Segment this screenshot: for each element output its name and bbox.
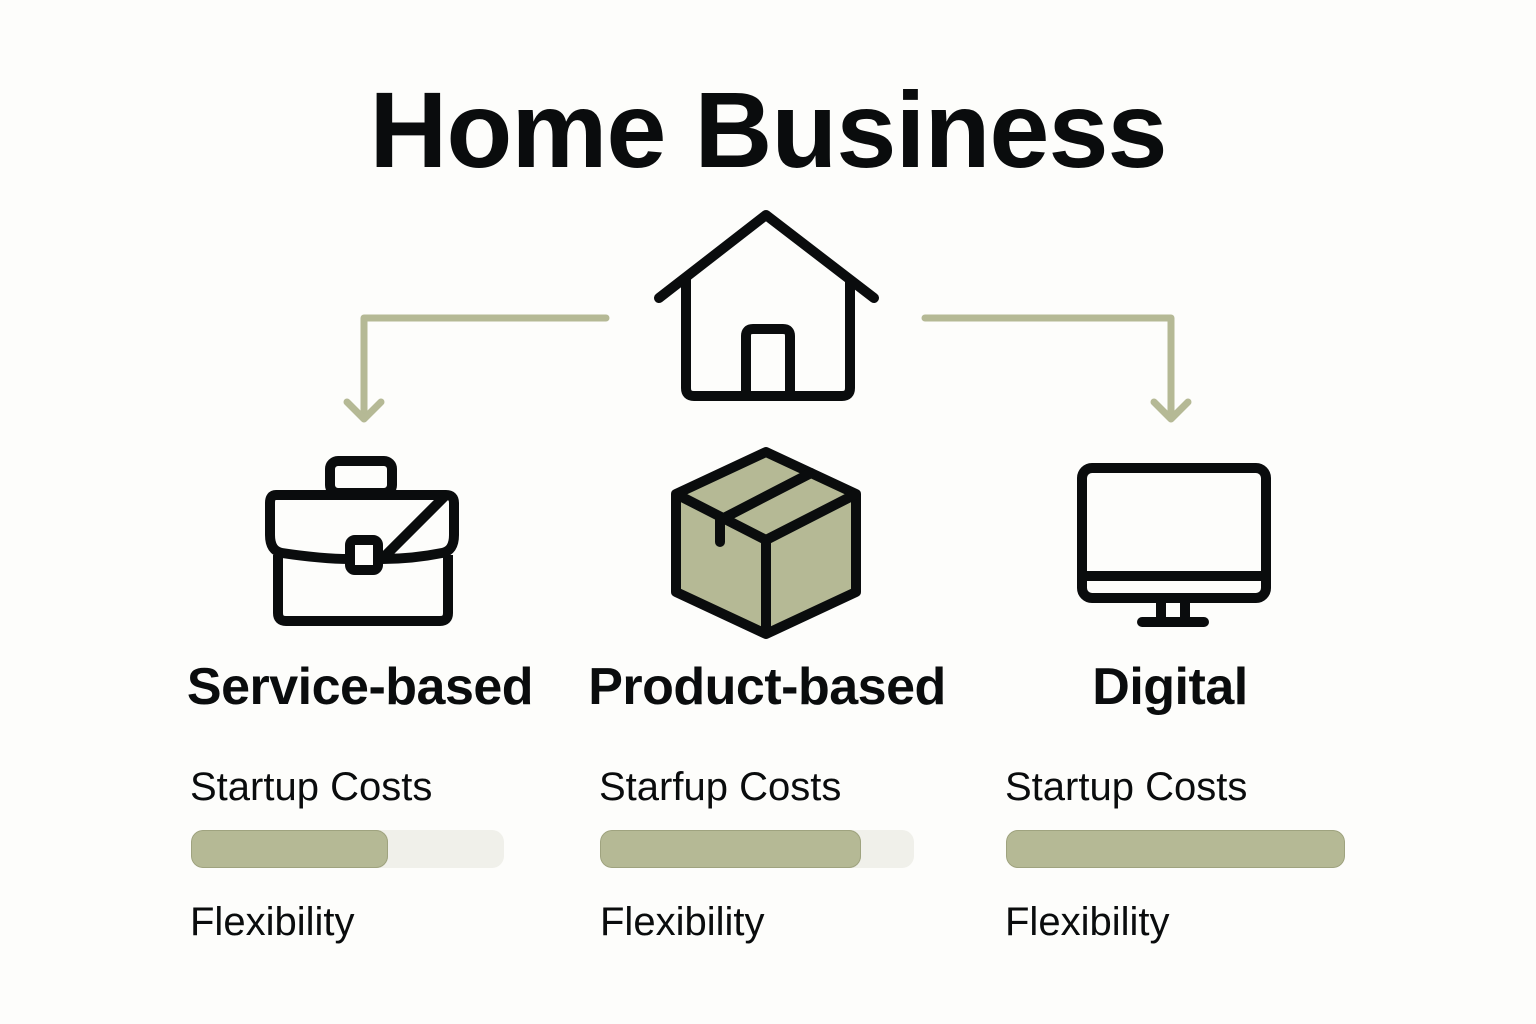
startup-costs-label: Startup Costs — [1005, 765, 1248, 809]
startup-costs-fill — [600, 830, 861, 868]
startup-costs-fill — [1006, 830, 1345, 868]
flexibility-label: Flexibility — [190, 900, 355, 944]
startup-costs-bar-digital — [1006, 830, 1345, 868]
box-icon — [671, 447, 861, 639]
category-label-service: Service-based — [186, 658, 534, 716]
category-label-product: Product-based — [588, 658, 946, 716]
startup-costs-bar-service — [191, 830, 504, 868]
category-label-digital: Digital — [1092, 658, 1248, 716]
briefcase-icon — [265, 456, 459, 626]
startup-costs-bar-product — [600, 830, 914, 868]
house-icon — [654, 210, 879, 401]
flexibility-label: Flexibility — [600, 900, 765, 944]
startup-costs-label: Starfup Costs — [599, 765, 842, 809]
startup-costs-label: Startup Costs — [190, 765, 433, 809]
monitor-icon — [1077, 463, 1271, 627]
flexibility-label: Flexibility — [1005, 900, 1170, 944]
page-title: Home Business — [369, 69, 1167, 190]
startup-costs-fill — [191, 830, 389, 868]
